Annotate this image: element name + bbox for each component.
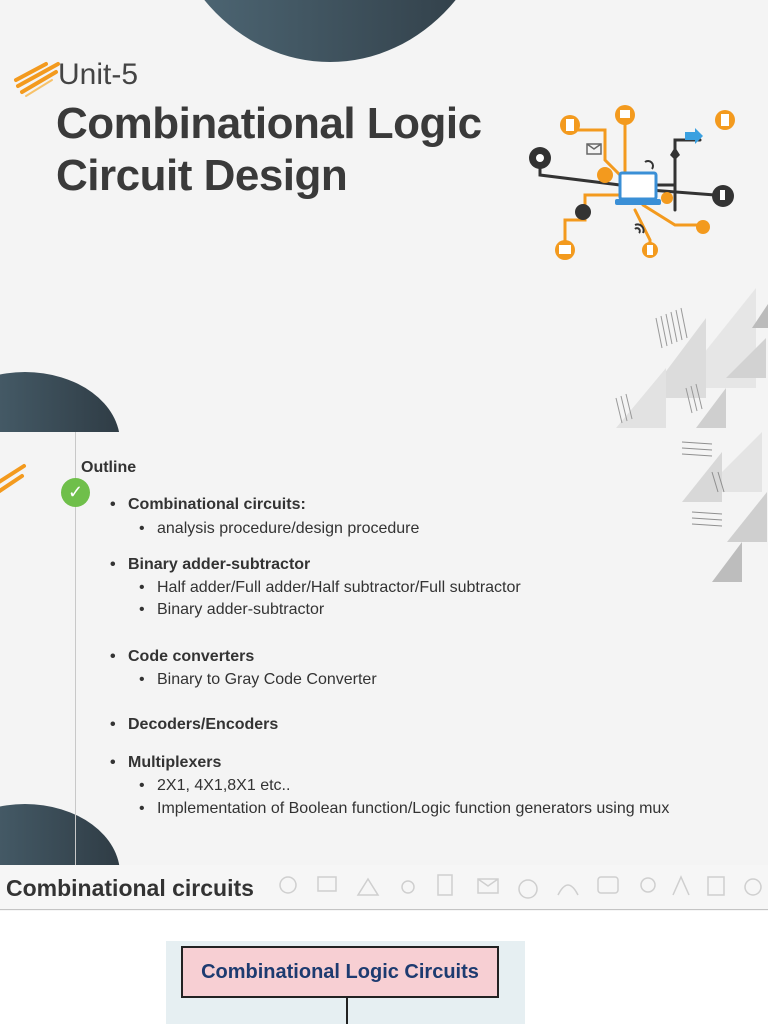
outline-subitem: •Binary to Gray Code Converter: [139, 671, 377, 688]
bottom-left-blob: [0, 372, 120, 432]
orange-slashes-icon: [0, 464, 26, 494]
geometric-triangles-decoration: [615, 288, 768, 428]
outline-item: •Combinational circuits:: [110, 496, 306, 513]
unit-label: Unit-5: [58, 58, 139, 91]
doodle-header-band: [0, 865, 768, 911]
outline-subitem: •analysis procedure/design procedure: [139, 520, 420, 537]
title-line-1: Combinational Logic: [56, 99, 482, 148]
title-line-2: Circuit Design: [56, 151, 348, 200]
outline-item: •Decoders/Encoders: [110, 716, 279, 733]
diagram-connector: [346, 998, 348, 1024]
top-dark-blob: [160, 0, 500, 62]
outline-subitem: •2X1, 4X1,8X1 etc..: [139, 777, 291, 794]
combinational-circuits-slide: Combinational circuits Combinational Log…: [0, 865, 768, 1024]
diagram-root-box: Combinational Logic Circuits: [181, 946, 499, 998]
vertical-divider: [75, 432, 76, 865]
outline-item: •Binary adder-subtractor: [110, 556, 311, 573]
outline-item: •Code converters: [110, 648, 255, 665]
outline-item: •Multiplexers: [110, 754, 222, 771]
slide-title: Combinational Logic Circuit Design: [56, 98, 482, 202]
network-devices-icon: [529, 105, 735, 260]
title-slide: Unit-5 Combinational Logic Circuit Desig…: [0, 0, 768, 432]
outline-subitem: •Binary adder-subtractor: [139, 601, 325, 618]
check-icon: ✓: [61, 478, 90, 507]
outline-subitem: •Implementation of Boolean function/Logi…: [139, 800, 670, 817]
section-title: Combinational circuits: [6, 875, 254, 901]
orange-slashes-icon: [14, 62, 60, 97]
outline-title: Outline: [81, 459, 137, 476]
doodle-pattern-decoration: [279, 874, 762, 899]
bottom-left-blob: [0, 804, 120, 865]
section-divider: [0, 909, 768, 910]
outline-subitem: •Half adder/Full adder/Half subtractor/F…: [139, 579, 521, 596]
geometric-triangles-decoration: [681, 432, 767, 582]
outline-slide: ✓ Outline •Combinational circuits: •anal…: [0, 432, 768, 865]
